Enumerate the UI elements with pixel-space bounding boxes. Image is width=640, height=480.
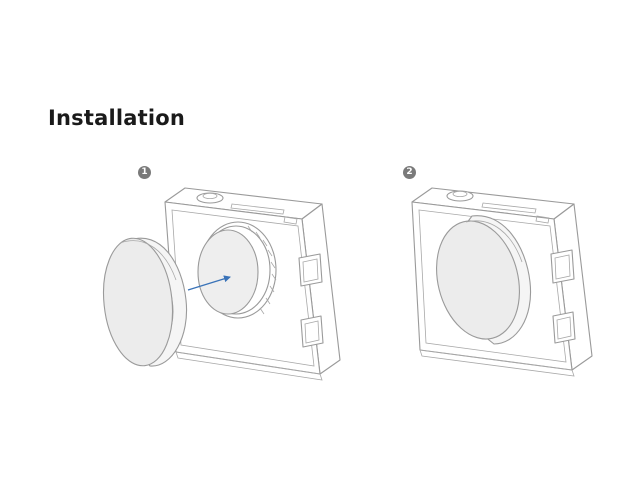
step-badge-2: 2 <box>403 166 416 179</box>
step-2-illustration <box>411 187 593 377</box>
step-badge-1: 1 <box>138 166 151 179</box>
attached-lens-cap-icon <box>436 215 532 345</box>
lens-mount-icon <box>197 221 277 319</box>
lens-cap-icon <box>102 237 188 367</box>
step-1-illustration <box>102 187 341 381</box>
insert-arrow-icon <box>187 275 231 291</box>
section-title: Installation <box>48 106 186 130</box>
